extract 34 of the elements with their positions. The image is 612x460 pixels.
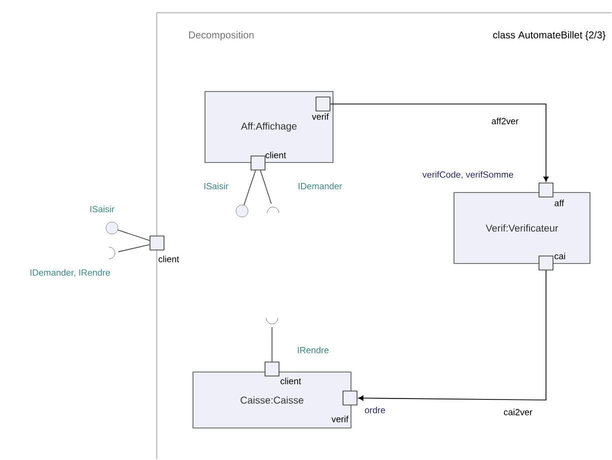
interface-label: ISaisir: [204, 182, 228, 190]
interface-socket: [266, 206, 280, 214]
connector: [330, 104, 549, 182]
connector: [260, 170, 272, 204]
connector: [118, 230, 150, 241]
port-label: verif: [332, 416, 348, 422]
interface-socket: [266, 318, 278, 324]
port-square: [264, 362, 280, 376]
port-label: cai: [554, 252, 566, 260]
port-square: [538, 182, 554, 198]
interface-label: IDemander: [298, 182, 342, 190]
port-square: [250, 156, 266, 170]
message-label: verifCode, verifSomme: [422, 171, 514, 179]
port-label: verif: [312, 113, 329, 120]
port-label: client: [280, 378, 302, 384]
connector: [244, 170, 256, 206]
port-square: [316, 96, 330, 112]
port-square: [150, 236, 164, 250]
interface-label: IRendre: [298, 346, 329, 354]
interface-ball: [106, 222, 118, 234]
port-label: client: [266, 152, 286, 158]
edge-label: aff2ver: [490, 116, 520, 126]
port-square: [342, 390, 358, 406]
connector: [118, 244, 150, 252]
interface-label: IDemander, IRendre: [30, 269, 110, 277]
port-square: [538, 256, 554, 270]
port-label: aff: [554, 200, 564, 206]
edge-label: cai2ver: [502, 408, 534, 416]
port-label: client: [158, 256, 180, 262]
interface-ball: [236, 204, 248, 218]
connector: [358, 270, 546, 401]
message-label: ordre: [364, 406, 386, 414]
interface-socket: [108, 246, 116, 260]
interface-label: ISaisir: [90, 206, 114, 212]
